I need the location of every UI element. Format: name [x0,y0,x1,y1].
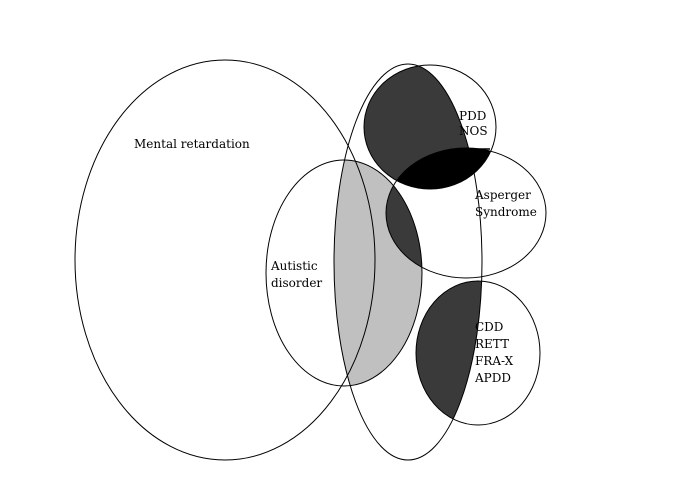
autistic-disorder-ellipse [265,159,423,387]
label-frax: FRA-X [475,354,514,368]
label-autistic: Autistic [270,259,318,273]
label-mental-retardation: Mental retardation [134,137,250,151]
label-pdd: PDD [459,109,486,123]
central-ellipse [333,63,483,461]
cdd-ellipse [415,280,541,426]
asperger-ellipse [385,147,547,279]
label-disorder: disorder [271,276,322,290]
set-outlines [74,59,547,461]
label-cdd: CDD [475,320,503,334]
label-rett: RETT [475,337,509,351]
overlap-pdd-asperger-black [386,148,496,189]
label-asperger: Asperger [474,188,531,202]
mental-retardation-ellipse [74,59,376,461]
label-nos: NOS [459,124,488,138]
label-syndrome: Syndrome [475,205,537,219]
pdd-nos-ellipse [363,64,497,190]
pdd-bracket-line [459,148,490,160]
label-apdd: APDD [474,371,511,385]
overlap-cdd-dark [416,281,482,425]
diagram-labels: Mental retardation PDD NOS Asperger Synd… [134,109,537,385]
overlap-autistic-light [334,160,422,386]
